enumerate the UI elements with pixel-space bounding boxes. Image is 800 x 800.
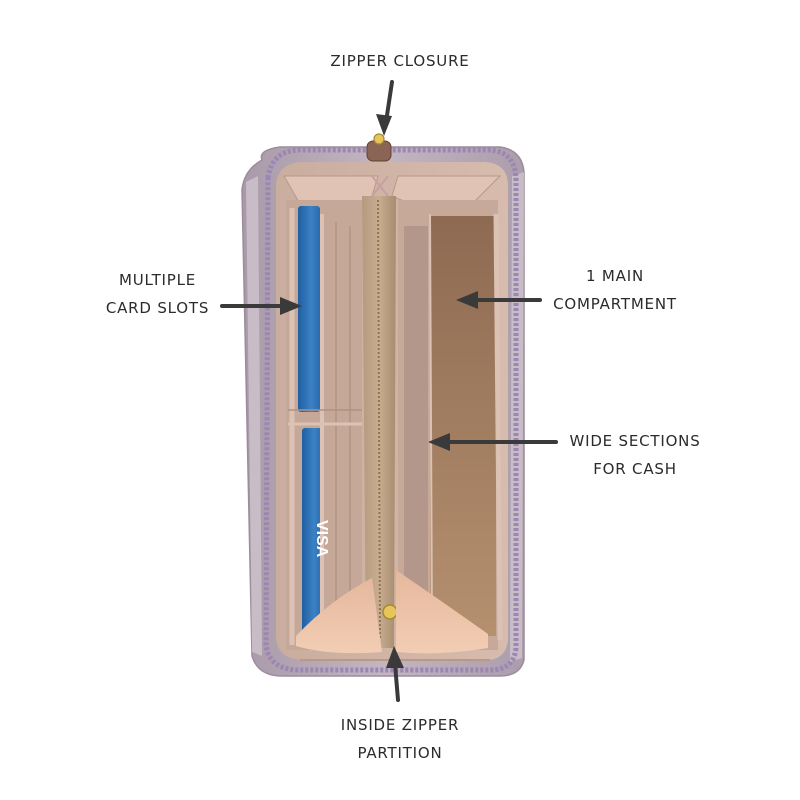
label-card-slots-line2: CARD SLOTS <box>105 299 210 317</box>
label-main-compartment-line2: COMPARTMENT <box>553 295 677 313</box>
arrow-inside-zipper <box>393 662 400 702</box>
label-wide-sections: WIDE SECTIONS FOR CASH <box>560 427 710 483</box>
arrow-zipper-closure-head <box>376 114 392 136</box>
label-card-slots-line1: MULTIPLE <box>118 271 197 289</box>
arrow-zipper-closure <box>384 80 394 124</box>
arrow-card-slots-head <box>280 297 302 315</box>
label-main-compartment: 1 MAIN COMPARTMENT <box>535 262 695 318</box>
arrow-inside-zipper-head <box>386 646 404 668</box>
callout-arrows <box>220 80 558 702</box>
label-wide-sections-line2: FOR CASH <box>593 460 677 478</box>
label-zipper-closure: ZIPPER CLOSURE <box>300 47 500 75</box>
label-main-compartment-line1: 1 MAIN <box>586 267 644 285</box>
zipper-pull-icon <box>366 133 392 197</box>
card-slot-section <box>286 200 362 650</box>
label-zipper-closure-line1: ZIPPER CLOSURE <box>330 52 470 70</box>
cash-section <box>398 200 503 650</box>
arrow-main-compartment-head <box>456 291 478 309</box>
label-inside-zipper-line1: INSIDE ZIPPER <box>340 716 460 734</box>
arrow-wide-sections-head <box>428 433 450 451</box>
label-inside-zipper: INSIDE ZIPPER PARTITION <box>300 711 500 767</box>
label-inside-zipper-line2: PARTITION <box>357 744 443 762</box>
label-card-slots: MULTIPLE CARD SLOTS <box>85 266 230 322</box>
card-brand-mark: VISA <box>313 520 330 558</box>
bottom-pouch <box>296 570 490 661</box>
label-wide-sections-line1: WIDE SECTIONS <box>569 432 701 450</box>
